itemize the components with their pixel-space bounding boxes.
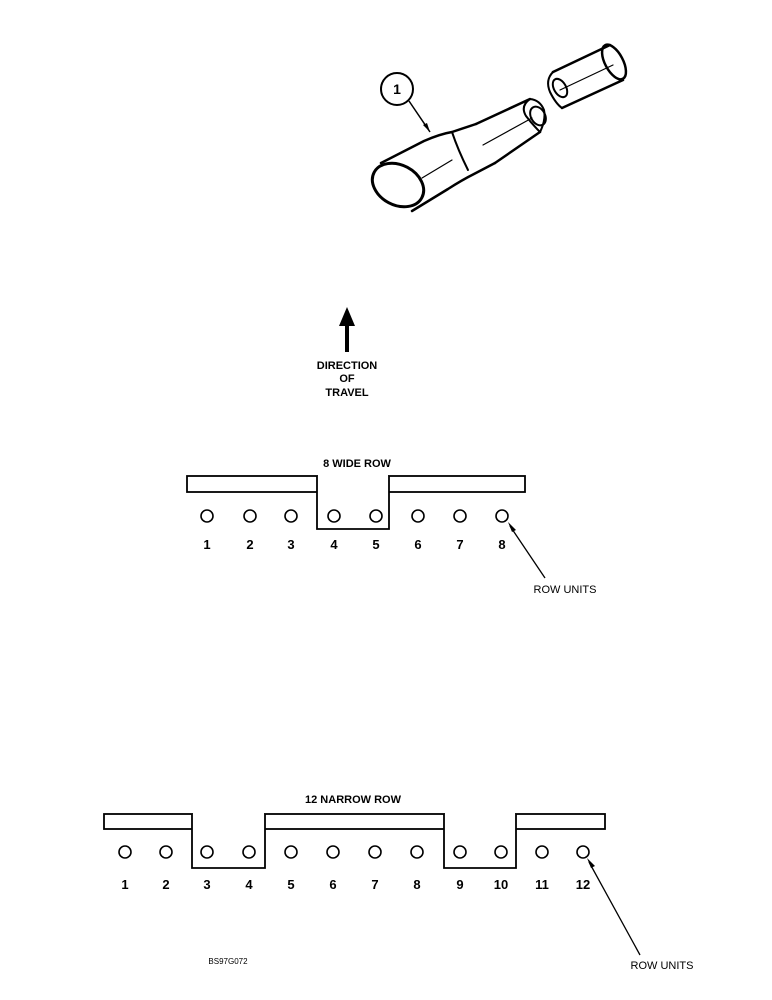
row-unit-10-number: 10	[494, 877, 508, 892]
row-unit-1-number: 1	[121, 877, 128, 892]
row-unit-1-circle	[200, 509, 214, 523]
narrow-row-title: 12 NARROW ROW	[305, 794, 402, 806]
row-unit-7-circle	[453, 509, 467, 523]
row-unit-5-circle	[284, 845, 298, 859]
row-unit-3-number: 3	[203, 877, 210, 892]
row-unit-11-circle	[535, 845, 549, 859]
row-unit-6-circle	[326, 845, 340, 859]
row-unit-8-number: 8	[413, 877, 420, 892]
tube-illustration	[370, 43, 628, 213]
row-unit-5-number: 5	[287, 877, 294, 892]
wide-row-units: 1 2 3 4 5 6 7 8	[200, 509, 509, 552]
wide-row-units-label: ROW UNITS	[534, 584, 597, 596]
row-unit-4-number: 4	[330, 537, 338, 552]
row-unit-12-number: 12	[576, 877, 590, 892]
row-unit-8-circle	[495, 509, 509, 523]
row-unit-3-circle	[200, 845, 214, 859]
callout-arrowhead	[423, 123, 430, 132]
row-unit-6-circle	[411, 509, 425, 523]
direction-arrow	[339, 307, 355, 352]
wide-row-title: 8 WIDE ROW	[323, 458, 391, 470]
row-unit-2-number: 2	[246, 537, 253, 552]
row-unit-5-number: 5	[372, 537, 379, 552]
row-unit-2-circle	[243, 509, 257, 523]
row-unit-7-circle	[368, 845, 382, 859]
wide-row-units-pointer	[508, 522, 546, 579]
row-unit-1-number: 1	[203, 537, 210, 552]
row-unit-4-circle	[242, 845, 256, 859]
row-unit-9-number: 9	[456, 877, 463, 892]
row-unit-12-circle	[576, 845, 590, 859]
callout-number: 1	[393, 81, 401, 97]
narrow-row-units-pointer	[587, 858, 641, 956]
row-unit-6-number: 6	[414, 537, 421, 552]
row-unit-8-number: 8	[498, 537, 505, 552]
wide-row-frame	[186, 475, 526, 530]
row-unit-4-circle	[327, 509, 341, 523]
arrow-up-icon	[339, 307, 355, 326]
callout-1: 1	[380, 72, 431, 133]
narrow-row-units-label: ROW UNITS	[631, 960, 694, 972]
row-unit-6-number: 6	[329, 877, 336, 892]
direction-label-line3: TRAVEL	[325, 387, 368, 399]
row-unit-10-circle	[494, 845, 508, 859]
row-unit-3-circle	[284, 509, 298, 523]
row-unit-4-number: 4	[245, 877, 253, 892]
row-unit-7-number: 7	[371, 877, 378, 892]
direction-label-line1: DIRECTION	[317, 360, 378, 372]
row-unit-7-number: 7	[456, 537, 463, 552]
row-unit-1-circle	[118, 845, 132, 859]
row-unit-8-circle	[410, 845, 424, 859]
row-unit-5-circle	[369, 509, 383, 523]
row-unit-9-circle	[453, 845, 467, 859]
row-unit-2-circle	[159, 845, 173, 859]
direction-label-line2: OF	[339, 373, 355, 385]
row-unit-11-number: 11	[535, 877, 549, 892]
row-unit-3-number: 3	[287, 537, 294, 552]
row-unit-2-number: 2	[162, 877, 169, 892]
figure-code: BS97G072	[208, 957, 248, 966]
narrow-row-frame	[103, 813, 606, 869]
